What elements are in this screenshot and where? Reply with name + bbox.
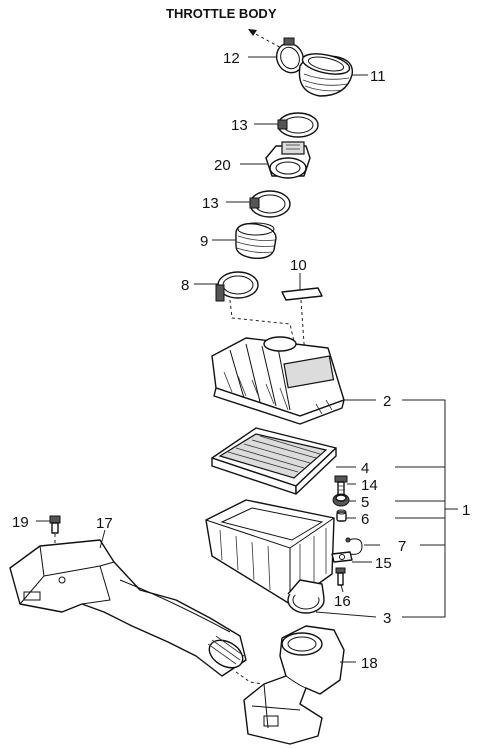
part-15-bracket <box>331 551 353 563</box>
part-13-clamp-upper <box>277 112 319 138</box>
callout-3: 3 <box>383 610 391 627</box>
callout-4: 4 <box>361 460 369 477</box>
part-11-hose <box>298 53 354 97</box>
callout-16: 16 <box>334 593 351 610</box>
part-12-clamp <box>275 37 305 74</box>
callout-17: 17 <box>96 515 113 532</box>
part-2-air-cleaner-cover <box>211 336 345 425</box>
part-19-bolt <box>49 515 61 534</box>
throttle-body-arrowhead <box>248 29 257 36</box>
callout-10: 10 <box>290 257 307 274</box>
callout-9: 9 <box>200 233 208 250</box>
callout-5: 5 <box>361 494 369 511</box>
callout-13-lower: 13 <box>202 195 219 212</box>
callout-15: 15 <box>375 555 392 572</box>
part-6-collar <box>336 509 347 522</box>
part-17-air-intake-duct <box>9 539 247 677</box>
callout-14: 14 <box>361 477 378 494</box>
callout-8: 8 <box>181 277 189 294</box>
part-9-hose <box>235 222 277 260</box>
part-4-filter-element <box>211 427 337 495</box>
part-14-bolt <box>334 475 348 497</box>
callout-2: 2 <box>383 393 391 410</box>
part-13-clamp-lower <box>249 190 291 218</box>
part-3-air-cleaner-body <box>205 499 335 614</box>
callout-19: 19 <box>12 514 29 531</box>
leader-1-bracket <box>395 399 446 618</box>
part-8-clamp <box>215 271 259 302</box>
callout-20: 20 <box>214 157 231 174</box>
part-7-clip <box>345 537 363 555</box>
part-10-label <box>281 287 323 301</box>
callout-11: 11 <box>370 68 386 85</box>
leader-17 <box>99 529 106 549</box>
part-5-grommet <box>332 493 350 507</box>
part-16-bolt <box>335 567 346 586</box>
resonator-dash <box>235 671 263 685</box>
leader-16 <box>340 584 344 593</box>
part-20-air-flow-sensor <box>265 141 311 179</box>
callout-12: 12 <box>223 50 240 67</box>
callout-13-upper: 13 <box>231 117 248 134</box>
diagram-title: THROTTLE BODY <box>166 6 277 21</box>
callout-18: 18 <box>361 655 378 672</box>
callout-7: 7 <box>398 538 406 555</box>
part-18-resonator <box>243 625 345 745</box>
leader-3 <box>315 611 377 618</box>
callout-1: 1 <box>462 502 470 519</box>
callout-6: 6 <box>361 511 369 528</box>
